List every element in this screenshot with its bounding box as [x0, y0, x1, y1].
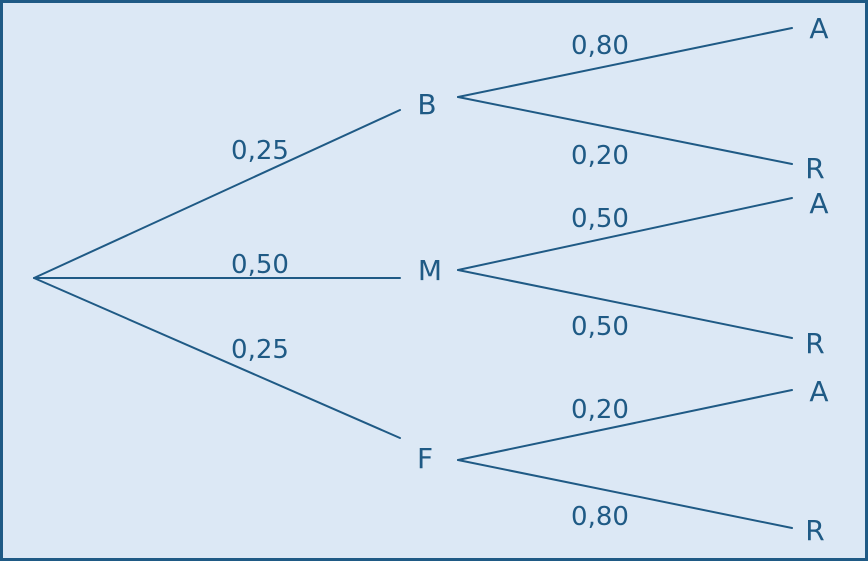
branch-f-to-r: [457, 459, 793, 529]
branch-root-to-b: [33, 109, 401, 279]
leaf-b-a: A: [809, 12, 828, 45]
prob-f-a: 0,20: [571, 395, 629, 425]
prob-m-r: 0,50: [571, 312, 629, 342]
prob-m-a: 0,50: [571, 204, 629, 234]
leaf-m-r: R: [805, 327, 824, 360]
branch-b-to-a: [457, 27, 793, 98]
node-m: M: [418, 254, 442, 287]
leaf-f-r: R: [805, 514, 824, 547]
prob-f-r: 0,80: [571, 502, 629, 532]
prob-root-m: 0,50: [231, 250, 289, 280]
node-f: F: [417, 442, 433, 475]
branch-m-to-r: [457, 269, 793, 339]
prob-b-a: 0,80: [571, 31, 629, 61]
leaf-f-a: A: [809, 375, 828, 408]
branch-f-to-a: [457, 389, 793, 461]
branch-root-to-f: [33, 277, 401, 439]
prob-root-b: 0,25: [231, 136, 289, 166]
branch-m-to-a: [457, 197, 793, 271]
node-b: B: [417, 88, 436, 121]
branch-b-to-r: [457, 96, 793, 165]
leaf-b-r: R: [805, 152, 824, 185]
prob-root-f: 0,25: [231, 335, 289, 365]
leaf-m-a: A: [809, 187, 828, 220]
prob-b-r: 0,20: [571, 141, 629, 171]
